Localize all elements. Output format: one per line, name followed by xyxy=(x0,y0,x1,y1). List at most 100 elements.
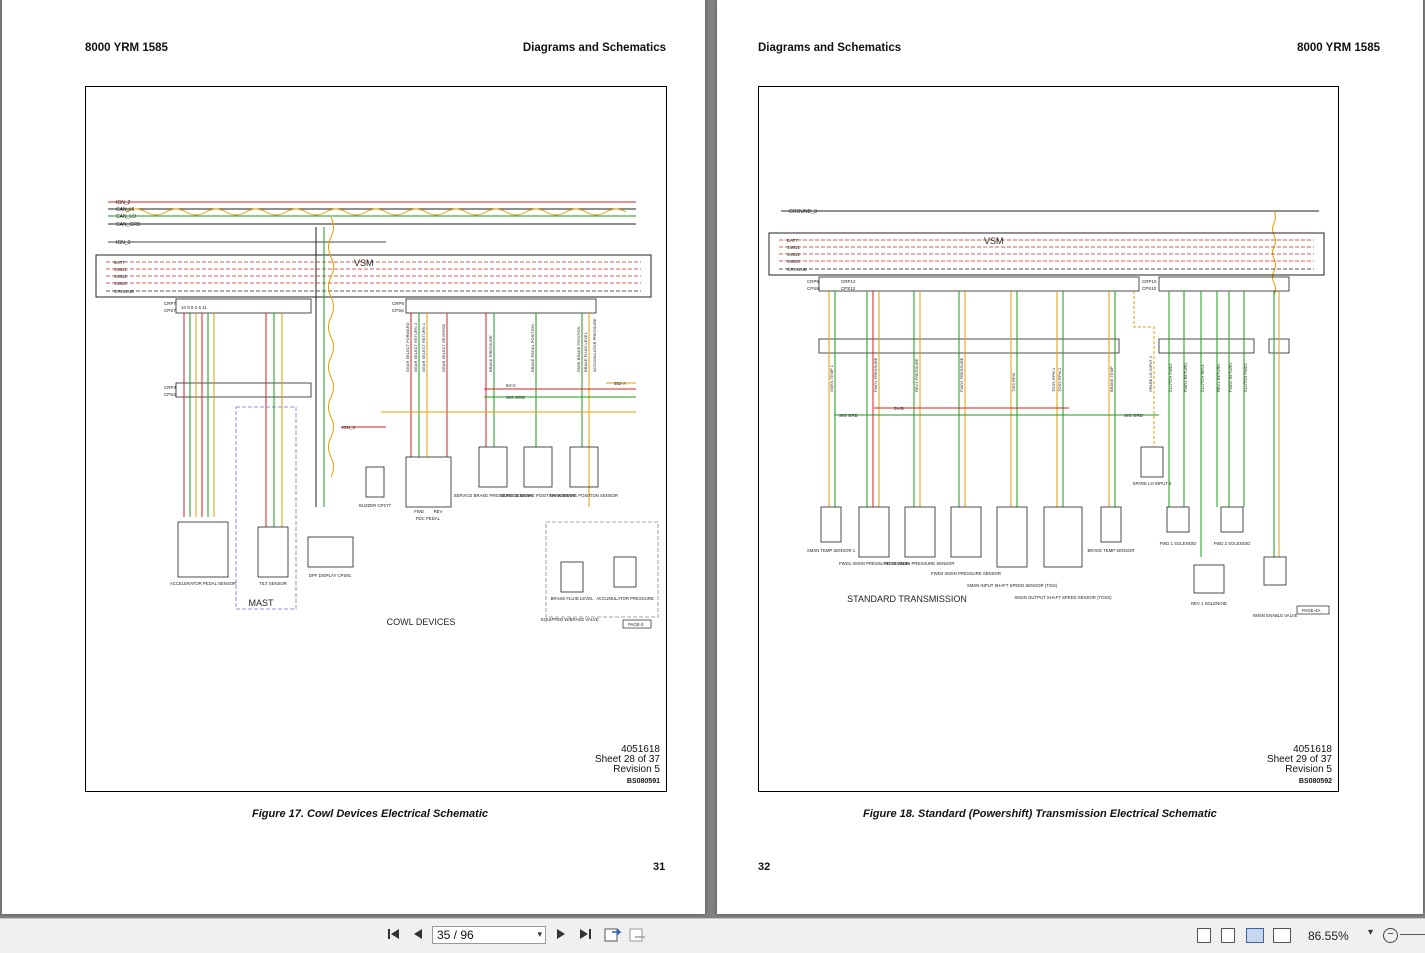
wire-brake-pedal-position: BRAKE PEDAL POSITION xyxy=(530,324,535,372)
fwd1-solenoid-box xyxy=(1166,506,1190,533)
note-equipped-brake-valve: EQUIPPED W/BRAKE VALVE xyxy=(541,617,599,622)
label-fdc-pedal: FDC PEDAL xyxy=(416,516,441,521)
figure-caption-17: Figure 17. Cowl Devices Electrical Schem… xyxy=(252,808,488,820)
single-page-view-icon[interactable] xyxy=(1197,928,1211,943)
net-sig-grd-left: SIG GRD xyxy=(839,413,859,418)
spare-lo-input-box xyxy=(1140,446,1164,478)
top-bus xyxy=(108,201,636,243)
zoom-level[interactable]: 86.55% xyxy=(1308,929,1349,943)
continuous-view-icon[interactable] xyxy=(1221,928,1235,943)
rail-ground: GROUND xyxy=(787,267,808,272)
net-sig-grd: SIG GRD xyxy=(506,395,526,400)
accelerator-sensor-box xyxy=(177,521,229,578)
label-tilt-sensor: TILT SENSOR xyxy=(259,581,287,586)
zoom-slider[interactable] xyxy=(1400,934,1425,935)
sheet-doc-number: 4051618 xyxy=(621,744,660,755)
wire-clutch-rev1: CLUTCH REV1 xyxy=(1200,363,1205,392)
last-page-icon[interactable] xyxy=(577,927,595,945)
two-page-continuous-view-icon[interactable] xyxy=(1273,928,1291,943)
rail-batt: BATT xyxy=(787,238,798,243)
label-brake-fluid-level: BRAKE FLUID LEVEL xyxy=(551,596,594,601)
label-crp9: CRP9 xyxy=(807,279,820,284)
page-number-31: 31 xyxy=(653,861,666,873)
wire-xmsn-temp1: XMSN TEMP 1 xyxy=(829,364,834,392)
toss-sensor-box xyxy=(1043,506,1083,568)
rail-swb1: SWB1 xyxy=(114,267,127,272)
zoom-dropdown-icon[interactable]: ▾ xyxy=(1368,927,1374,938)
xmsn-temp-sensor-box xyxy=(820,506,842,543)
label-park-brake-position: PARK BRAKE POSITION SENSOR xyxy=(550,493,618,498)
label-service-brake-position: SERVICE BRAKE POSITION SENSOR xyxy=(500,493,576,498)
sheet-revision: Revision 5 xyxy=(613,764,660,775)
label-rev1-solenoid: REV 1 SOLENOID xyxy=(1191,601,1227,606)
rail-swb2: SWB2 xyxy=(114,274,127,279)
rail-swb3: SWB3 xyxy=(114,281,127,286)
label-cps12: CPS12 xyxy=(841,286,856,291)
rail-batt: BATT xyxy=(114,260,125,265)
bus-label-can-grd: CAN_GRD xyxy=(116,222,141,228)
wire-brake-pressure: BRAKE PRESSURE xyxy=(488,335,493,372)
navigation-toolbar: 35 / 96 ▾ 86.55% ▾ − xyxy=(0,918,1425,953)
sheet-code: BS080591 xyxy=(626,778,660,785)
schematic-title-cowl: COWL DEVICES xyxy=(387,617,456,627)
wire-spare-lo-input2: SPARE LO INPUT 2 xyxy=(1148,355,1153,392)
bus-label-ign3: IGN_3 xyxy=(116,240,131,246)
wire-fwd1-return: FWD1 RETURN xyxy=(1183,363,1188,392)
fwd1-pressure-sensor-box xyxy=(858,506,890,558)
label-fwd: FWD xyxy=(414,509,424,514)
label-cps6: CPS6 xyxy=(392,308,404,313)
wire-fwd1-pressure: FWD1 PRESSURE xyxy=(873,357,878,392)
label-buzzer: BUZZER CPS77 xyxy=(359,503,392,508)
wire-fwd2-return: FWD2 RETURN xyxy=(1228,363,1233,392)
page-31: 8000 YRM 1585 Diagrams and Schematics IG… xyxy=(2,0,705,914)
bus-label-ign2: IGN_2 xyxy=(116,200,131,206)
wire-gear-return1: GEAR SELECT RETURN 1 xyxy=(421,322,426,372)
net-5vc: 5V-C xyxy=(506,383,517,388)
connector-cps7 xyxy=(175,298,312,314)
tilt-sensor-box xyxy=(257,526,289,578)
label-xmsn-enable-valve: XMSN ENABLE VALVE xyxy=(1253,613,1298,618)
header-section-title: Diagrams and Schematics xyxy=(758,42,902,54)
page-32: Diagrams and Schematics 8000 YRM 1585 GR… xyxy=(717,0,1423,914)
fwd2-solenoid-box xyxy=(1220,506,1244,533)
next-page-icon[interactable] xyxy=(553,927,569,945)
sheet-code: BS080592 xyxy=(1298,778,1332,785)
brake-position-sensor-box xyxy=(523,446,553,488)
first-page-icon[interactable] xyxy=(386,927,402,945)
wire-tiss-rpm: TISS RPM xyxy=(1011,373,1016,392)
label-cps4: CPS4 xyxy=(164,392,176,397)
accumulator-box xyxy=(613,556,637,588)
label-fwd1-pressure-sensor: FWD1 XMSN PRESSURE SENSOR xyxy=(839,561,909,566)
header-section-title: Diagrams and Schematics xyxy=(522,42,666,54)
page-number-input[interactable]: 35 / 96 ▾ xyxy=(432,926,546,944)
zoom-out-icon[interactable]: − xyxy=(1383,928,1398,943)
label-tiss: XMSN INPUT SHAFT SPEED SENSOR (TISS) xyxy=(967,583,1058,588)
two-page-view-icon[interactable] xyxy=(1246,928,1264,943)
previous-view-icon[interactable] xyxy=(604,927,622,947)
label-accumulator-pressure: ACCUMULATOR PRESSURE xyxy=(596,596,654,601)
pin-row: 10 9 8 2 6 11 xyxy=(181,305,207,310)
next-view-icon[interactable] xyxy=(629,927,647,947)
label-fwd2-pressure-sensor: FWD2 XMSN PRESSURE SENSOR xyxy=(931,571,1001,576)
label-fwd2-solenoid: FWD 2 SOLENOID xyxy=(1214,541,1251,546)
xmsn-enable-valve-box xyxy=(1263,556,1287,586)
schematic-diagram-left: IGN_2 CAN_HI CAN_LO CAN_GRD IGN_3 VSM xyxy=(95,200,659,629)
label-rev: REV xyxy=(434,509,443,514)
figure-caption-18: Figure 18. Standard (Powershift) Transmi… xyxy=(863,808,1217,820)
page-ref-3: PAGE-3 xyxy=(628,622,644,627)
brake-fluid-level-box xyxy=(560,561,584,593)
vsm-label: VSM xyxy=(984,236,1004,246)
net-552a: 552-A xyxy=(614,381,626,386)
ground3-label: GROUND_3 xyxy=(789,209,817,215)
fwd2-pressure-sensor-box xyxy=(950,506,982,558)
park-brake-sensor-box xyxy=(569,446,599,488)
sheet-doc-number: 4051618 xyxy=(1293,744,1332,755)
prev-page-icon[interactable] xyxy=(410,927,426,945)
rail-ground: GROUND xyxy=(114,289,135,294)
label-brake-temp-sensor: BRAKE TEMP SENSOR xyxy=(1088,548,1135,553)
chevron-down-icon[interactable]: ▾ xyxy=(537,929,542,939)
document-viewer[interactable]: 8000 YRM 1585 Diagrams and Schematics IG… xyxy=(0,0,1425,918)
rev1-pressure-sensor-box xyxy=(904,506,936,558)
wire-brake-fluid-level: BRAKE FLUID LEVEL xyxy=(583,331,588,372)
connector-cps161 xyxy=(1158,338,1255,354)
